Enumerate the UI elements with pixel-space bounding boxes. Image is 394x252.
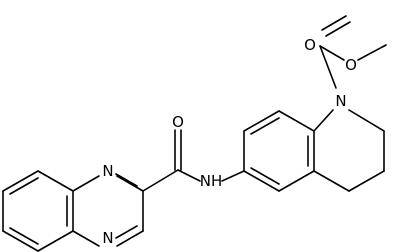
bond-q-c6-c5	[2, 230, 39, 252]
bond-nh-carbonyl	[177, 169, 201, 182]
bond-c2-n1	[116, 175, 144, 192]
bond-carbonyl-o-double-1	[325, 21, 351, 37]
bond-carbonyl-o-double-2	[321, 15, 347, 31]
bond-q-c6-c5-inner	[9, 227, 39, 245]
bond-n-ch2	[348, 109, 385, 132]
bond-c6-c5	[243, 170, 280, 192]
atom-quinoxaline-n1: N	[102, 162, 113, 180]
bond-ch2-ch2-b	[348, 170, 385, 192]
bond-carbonyl-c2	[142, 169, 179, 192]
bond-c8-c7	[243, 110, 280, 132]
bond-carbonyl-ring-n	[319, 45, 337, 89]
atom-ester-oxygen: O	[345, 56, 357, 74]
bond-q-c8-c7	[2, 170, 39, 192]
bond-c6-nh	[221, 170, 245, 182]
bond-c8-c7-inner	[250, 117, 280, 135]
atom-carbonyl-oxygen: O	[304, 36, 316, 54]
atom-ring-nitrogen: N	[335, 92, 346, 110]
bond-n1-c8a-q	[72, 175, 100, 192]
bond-ester-o-methyl	[357, 44, 387, 61]
bond-carbonyl-ester-o	[319, 45, 345, 61]
bond-ch2-c4a	[313, 170, 350, 192]
bond-c5-c4a	[278, 170, 315, 192]
atom-labels: O O N O NH N N	[102, 36, 357, 247]
bond-c3-n4	[116, 230, 144, 247]
bond-q-c5-c4a	[37, 230, 74, 252]
bond-c8a-n	[313, 109, 334, 132]
bond-c3-n4-inner	[115, 225, 138, 239]
atom-amide-oxygen: O	[172, 113, 184, 131]
bond-q-c8-c7-inner	[9, 177, 39, 195]
atom-amide-nh: NH	[200, 172, 223, 190]
bond-q-c8a-c8	[37, 170, 74, 192]
atom-quinoxaline-n4: N	[102, 229, 113, 247]
bond-n4-c4a-q	[72, 230, 100, 247]
bonds	[2, 15, 387, 252]
bond-c8a-c8	[278, 110, 315, 132]
bond-c6-c5-inner	[250, 167, 280, 185]
bond-c2-n1-inner	[115, 173, 138, 187]
